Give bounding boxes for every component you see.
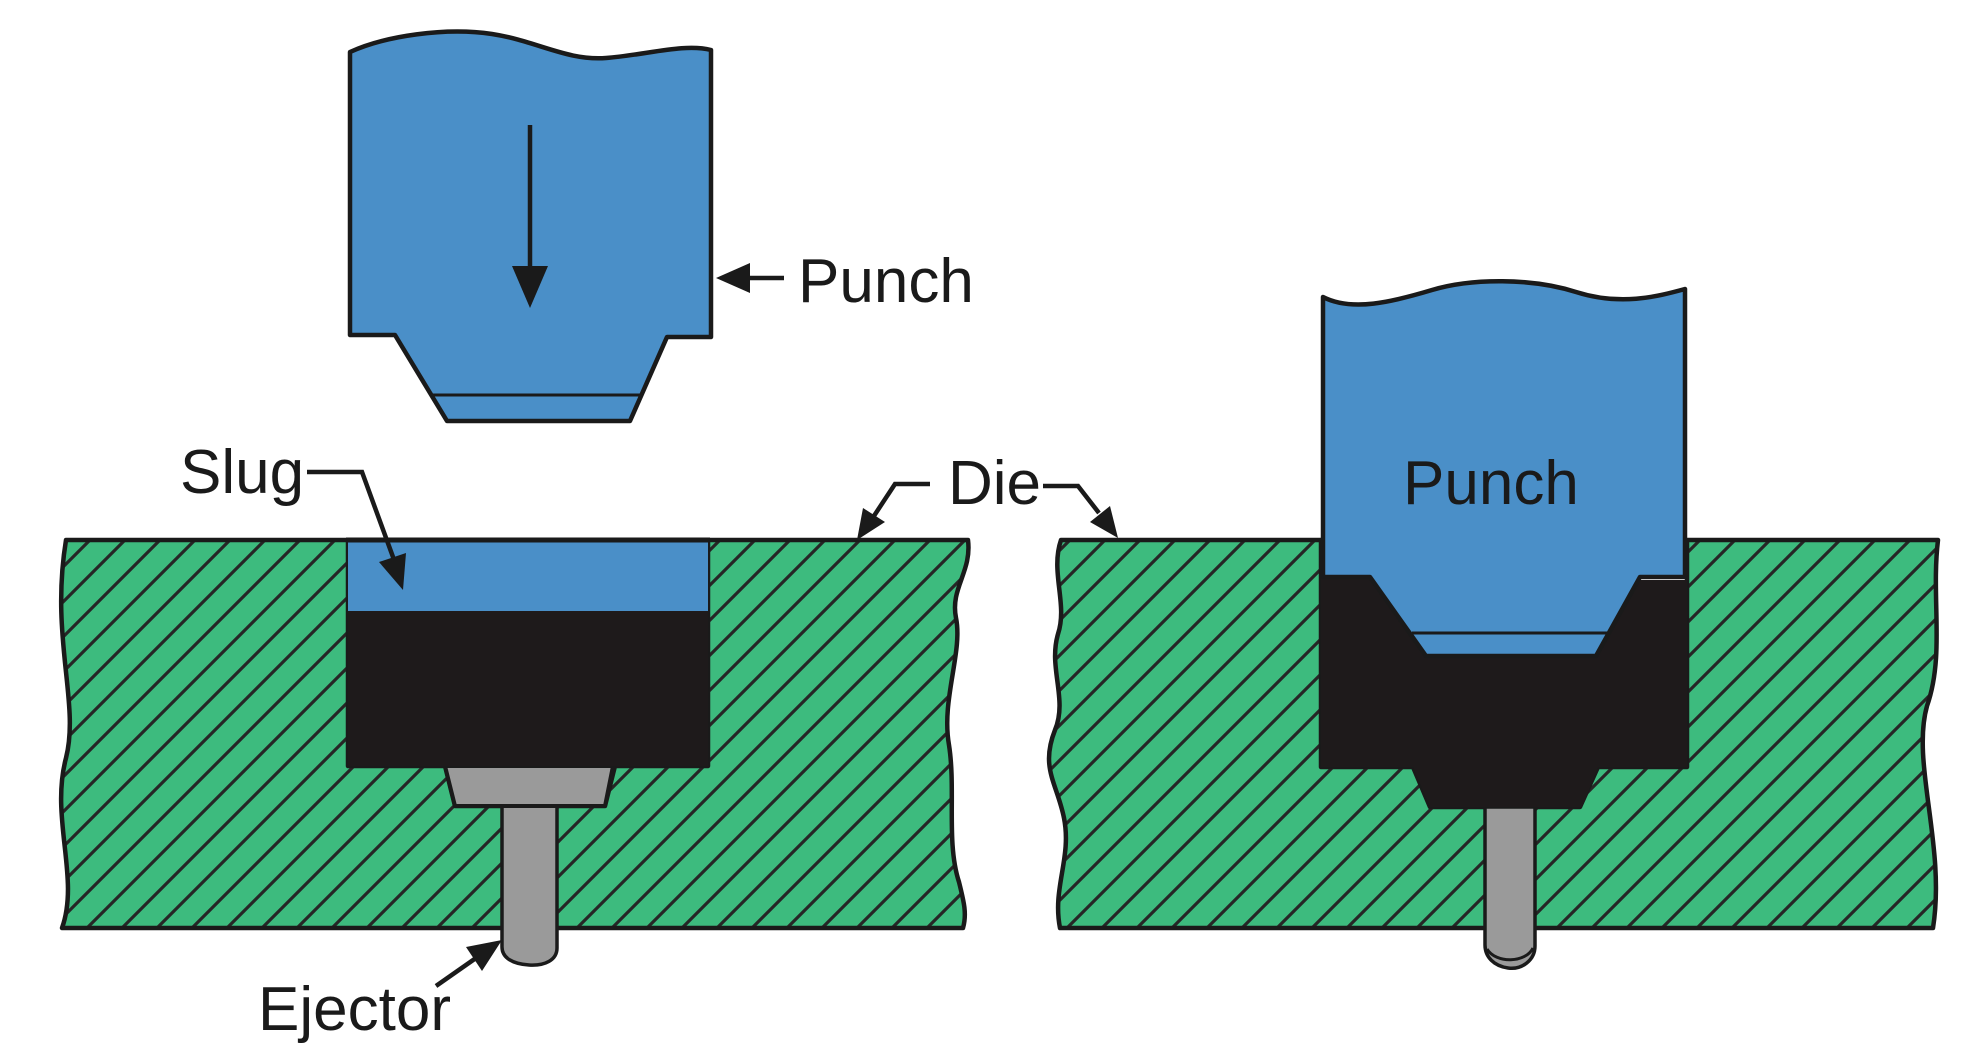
- right-ejector-stem-end-line: [1485, 947, 1535, 962]
- right-die-block: [1046, 537, 1941, 931]
- slug-leader-line: [307, 469, 400, 569]
- motion-arrow-head: [512, 266, 548, 308]
- slug-label-group: Slug: [180, 438, 406, 590]
- left-ejector-stem: [500, 804, 559, 967]
- punch-label-left-group: Punch: [716, 247, 974, 316]
- left-die-shape: [58, 537, 971, 931]
- die-leader-line-left: [866, 481, 930, 527]
- die-label-group: Die: [857, 449, 1118, 540]
- deformed-slug-shape: [1321, 576, 1687, 807]
- left-die-block: [58, 537, 971, 931]
- slug-label: Slug: [180, 438, 304, 507]
- right-ejector: [1483, 805, 1537, 970]
- left-ejector: [443, 764, 615, 967]
- die-label: Die: [948, 449, 1041, 518]
- right-die-shape: [1046, 537, 1941, 931]
- ejector-label-group: Ejector: [258, 940, 502, 1044]
- ejector-label: Ejector: [258, 975, 451, 1044]
- slug-shape: [348, 611, 708, 766]
- left-punch: [347, 29, 714, 424]
- die-leader-arrowhead-left: [857, 508, 885, 540]
- punch-label-right: Punch: [1403, 449, 1579, 518]
- motion-arrow: [512, 125, 548, 308]
- die-leader-arrowhead-right: [1090, 506, 1118, 538]
- punch-label-left: Punch: [798, 247, 974, 316]
- right-ejector-stem: [1483, 805, 1537, 970]
- ejector-leader-arrowhead: [466, 940, 502, 971]
- punch-leader-arrowhead: [716, 263, 750, 293]
- die-leader-line-right: [1043, 483, 1101, 515]
- right-punch-shape: [1320, 278, 1688, 659]
- slug-leader-arrowhead: [379, 553, 406, 590]
- right-punch: [1320, 278, 1688, 659]
- cavity-blue-layer: [348, 540, 708, 611]
- left-ejector-head: [443, 764, 615, 808]
